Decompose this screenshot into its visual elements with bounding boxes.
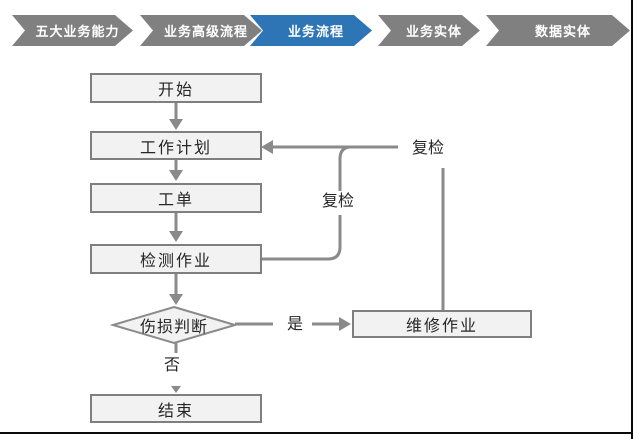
arrowhead-down-1 [169,119,183,130]
flow-node-damage-decision: 伤损判断 [139,319,208,336]
breadcrumb-label: 数据实体 [534,24,591,39]
breadcrumb-label: 业务高级流程 [163,24,248,39]
breadcrumb-item-business-entity[interactable]: 业务实体 [378,15,480,46]
breadcrumb-label: 五大业务能力 [35,24,120,39]
edge-label-recheck-inner: 复检 [319,192,358,212]
breadcrumb-label: 业务流程 [287,24,344,39]
arrowhead-right-yes [339,317,351,331]
flow-node-inspection: 检测作业 [90,244,262,274]
edge-label-recheck-outer: 复检 [409,139,448,159]
flow-node-end: 结束 [90,394,262,423]
flow-node-start: 开始 [90,73,262,103]
breadcrumb-item-data-entity[interactable]: 数据实体 [486,15,630,46]
edge-label-no: 否 [161,356,184,376]
arrowhead-down-no [171,386,181,393]
flow-node-work-plan: 工作计划 [90,131,262,160]
flow-node-work-order: 工单 [90,183,262,213]
breadcrumb-item-business-process[interactable]: 业务流程 [250,15,372,46]
arrowhead-down-2 [169,170,183,181]
flow-node-repair: 维修作业 [352,310,532,338]
breadcrumb-item-business-advanced-process[interactable]: 业务高级流程 [140,15,262,46]
arrowhead-down-3 [169,231,183,242]
breadcrumb-item-five-business-capabilities[interactable]: 五大业务能力 [12,15,133,46]
breadcrumb-label: 业务实体 [405,24,462,39]
page-border-bottom [0,432,633,434]
arrowhead-down-4 [169,294,183,305]
connector-recheck-inner-top [338,145,352,191]
page-border-right [631,0,633,439]
arrowhead-left-recheck [261,140,273,154]
decision-diamond-shape [109,305,239,345]
connector-recheck-inner-bottom [262,215,342,261]
edge-label-yes: 是 [284,315,307,335]
